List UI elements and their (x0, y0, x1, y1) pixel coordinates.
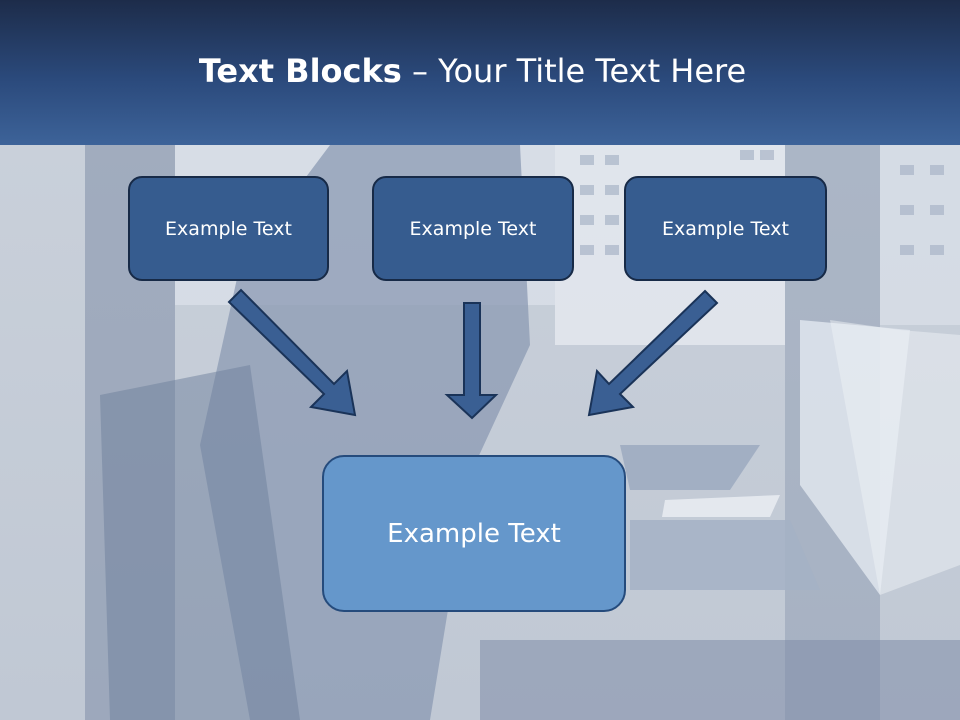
text-block-left-label: Example Text (165, 217, 292, 240)
text-block-target[interactable]: Example Text (322, 455, 626, 612)
title-bold: Text Blocks (198, 52, 402, 90)
title-bar: Text Blocks – Your Title Text Here (0, 0, 960, 145)
text-block-target-label: Example Text (387, 518, 561, 549)
text-block-center-label: Example Text (409, 217, 537, 240)
slide-title: Text Blocks – Your Title Text Here (0, 52, 945, 90)
text-block-right-label: Example Text (662, 217, 789, 240)
title-rest: Your Title Text Here (438, 52, 747, 90)
text-block-center[interactable]: Example Text (372, 176, 574, 281)
text-block-left[interactable]: Example Text (128, 176, 329, 281)
title-dash: – (411, 52, 428, 90)
text-block-right[interactable]: Example Text (624, 176, 827, 281)
